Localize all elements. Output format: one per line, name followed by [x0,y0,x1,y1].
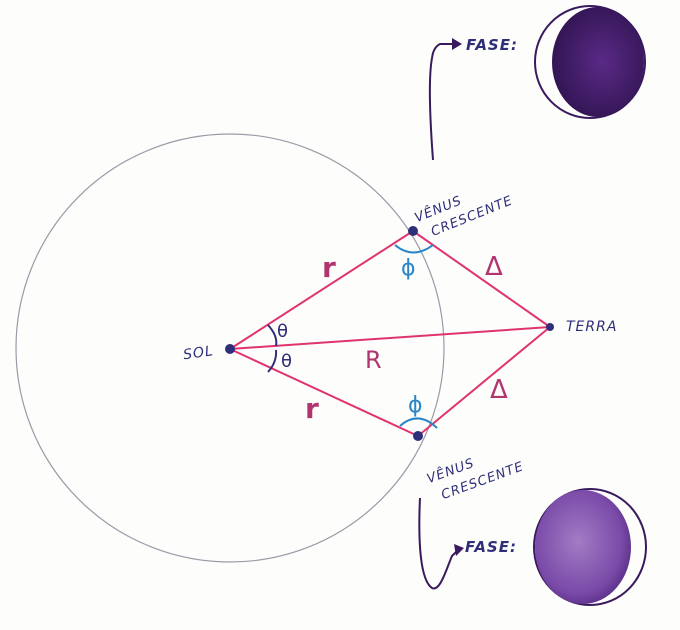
r-label-top: r [322,251,336,284]
sun-venus-top-line [229,230,414,350]
theta-label-bottom: θ [281,351,292,372]
phase-arrow-bottom-head [454,544,464,556]
delta-label-top: Δ [485,252,503,282]
phi-arc-bottom [399,417,438,429]
theta-label-top: θ [277,321,288,342]
sun-label: SOL [182,343,215,363]
theta-arc-bottom [267,349,278,373]
venus-top-earth-line [412,230,551,328]
venus-phase-bottom-image [533,488,647,606]
phase-arrow-top-head [452,38,462,50]
phi-label-bottom: ϕ [408,393,423,418]
sun-earth-line [229,326,551,350]
phase-top-label: FASE: [466,36,518,54]
delta-label-bottom: Δ [490,375,508,405]
phi-arc-top [394,244,434,254]
earth-point [546,323,554,331]
phase-arrow-top [428,43,452,161]
phase-bottom-label: FASE: [465,538,517,556]
venus-bottom-point [413,431,423,441]
r-label-bottom: r [305,392,319,425]
R-label: R [365,346,382,374]
earth-label: TERRA [566,319,617,335]
geometry-lines [229,230,551,437]
venus-bottom-earth-line [417,326,551,437]
sun-venus-bottom-line [229,348,419,437]
venus-phase-top-image [534,5,646,119]
theta-arc-top [267,324,278,347]
sun-point [225,344,235,354]
phi-label-top: ϕ [401,256,416,281]
venus-top-point [408,226,418,236]
phase-arrow-bottom [418,497,459,590]
venus-orbit [15,133,445,563]
